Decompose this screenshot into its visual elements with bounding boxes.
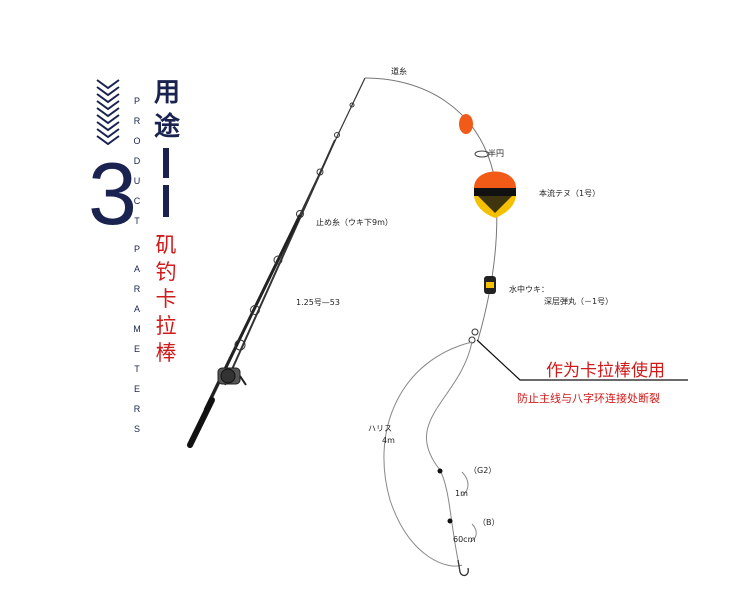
leader-line <box>383 341 473 567</box>
chevron-down-icon <box>96 79 120 146</box>
half-round-marker <box>474 150 490 158</box>
callout-main-text: 作为卡拉棒使用 <box>546 361 665 381</box>
title-divider <box>163 148 169 178</box>
label-suichu: 水中ウキ： <box>509 285 549 294</box>
label-shinsou: 深层弾丸（－1号） <box>544 297 614 306</box>
label-harisu-length: 4m <box>382 436 395 445</box>
vertical-english-label: P R O D U C T P A R A M E T E R S <box>133 96 141 434</box>
stopper-bead <box>459 114 473 134</box>
label-g2: （G2） <box>469 466 497 475</box>
fishing-rod <box>187 77 366 448</box>
label-float-main: 本流テヌ（1号） <box>539 189 601 198</box>
main-float <box>474 171 516 218</box>
reel <box>217 367 247 386</box>
label-michiito: 道糸 <box>391 67 407 76</box>
callout-sub-text: 防止主线与八字环连接处断裂 <box>517 392 660 405</box>
hook <box>457 559 469 577</box>
section-title: 用 途 <box>153 78 180 142</box>
main-line <box>364 77 498 341</box>
label-tomeito: 止め糸（ウキ下9m） <box>316 218 393 227</box>
callout-line <box>476 339 688 381</box>
label-b: （B） <box>478 518 500 527</box>
underwater-float <box>484 276 496 294</box>
section-subtitle: 矶 钓 卡 拉 棒 <box>155 233 177 365</box>
section-number: 3 <box>88 144 137 243</box>
label-sixty-cm: 60cm <box>453 535 476 544</box>
split-shot-b <box>447 518 453 524</box>
split-shot-g2 <box>437 468 443 474</box>
label-hanen: 半円 <box>488 149 504 158</box>
label-harisu: ハリス <box>368 424 392 433</box>
label-line-spec: 1.25号—53 <box>296 298 340 307</box>
title-divider <box>163 185 169 217</box>
label-one-m: 1m <box>455 489 468 498</box>
swivel <box>468 328 479 344</box>
leader-line-inner <box>426 341 473 561</box>
